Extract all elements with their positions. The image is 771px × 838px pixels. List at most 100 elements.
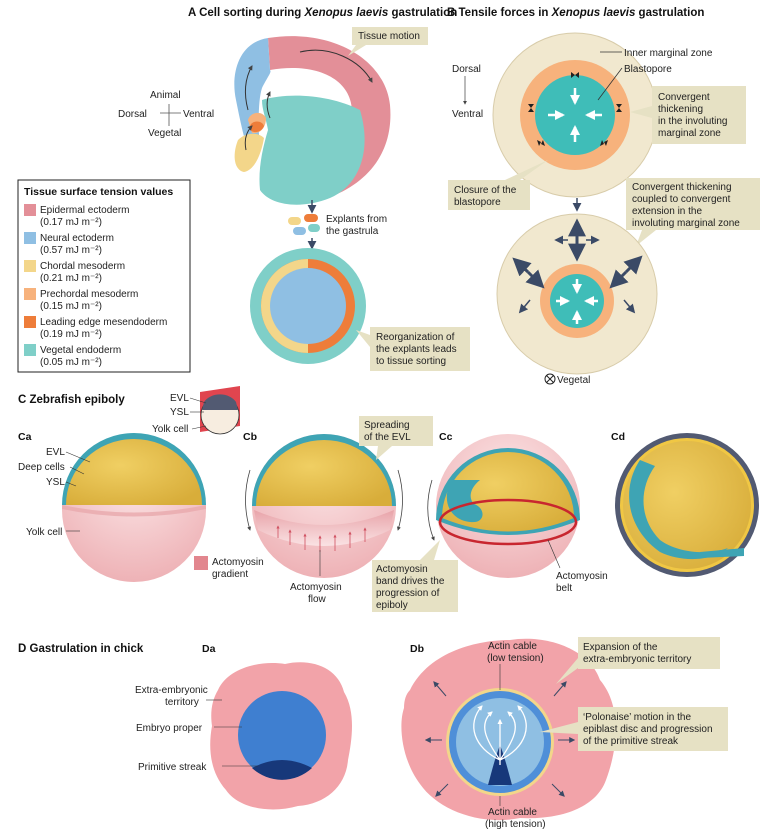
axis-vegetal-label: Vegetal — [148, 128, 181, 139]
reorganization-callout — [370, 327, 470, 371]
polonaise-label-3: of the primitive streak — [583, 736, 679, 747]
spreading-label-2: of the EVL — [364, 432, 411, 443]
explants-label-1: Explants from — [326, 214, 387, 225]
polonaise-label-2: epiblast disc and progression — [583, 724, 713, 735]
legend-swatch-epidermal — [24, 204, 36, 216]
ca-evl-label: EVL — [46, 447, 65, 458]
inner-marginal-zone-label: Inner marginal zone — [624, 48, 713, 59]
band-label-3: progression of — [376, 588, 440, 599]
coupled-callout — [626, 178, 760, 230]
panel-cb-label: Cb — [243, 431, 257, 443]
expansion-label-1: Expansion of the — [583, 642, 658, 653]
legend-item-name: Neural ectoderm — [40, 233, 114, 244]
belt-label-1: Actomyosin — [556, 571, 608, 582]
chick-embryo-da — [210, 662, 352, 810]
neural-ectoderm — [234, 38, 271, 155]
coupled-label-3: extension in the — [632, 206, 702, 217]
extra-label-2: territory — [165, 697, 199, 708]
embryo-proper-label: Embryo proper — [136, 723, 203, 734]
panel-db-label: Db — [410, 643, 424, 655]
primitive-streak-label: Primitive streak — [138, 762, 207, 773]
panel-cc-label: Cc — [439, 431, 453, 443]
leading-edge-mesendoderm — [250, 121, 264, 133]
zebrafish-embryo-ca — [62, 433, 206, 582]
panel-d: D Gastrulation in chick Da Extra-embryon… — [18, 637, 728, 830]
xenopus-vegetal-view-late — [496, 213, 658, 375]
legend-item-name: Prechordal mesoderm — [40, 289, 138, 300]
legend-item-value: (0.15 mJ m⁻²) — [40, 301, 102, 312]
legend-swatch-vegetal — [24, 344, 36, 356]
xenopus-gastrula-section — [234, 36, 391, 205]
convergent-label-2: thickening — [658, 104, 703, 115]
panel-a: A Cell sorting during Xenopus laevis gas… — [17, 7, 470, 373]
legend-item-name: Leading edge mesendoderm — [40, 317, 167, 328]
ca-yolk-label: Yolk cell — [26, 527, 62, 538]
gradient-label-2: gradient — [212, 569, 248, 580]
reorg-label-3: to tissue sorting — [376, 356, 446, 367]
axis-ventral-label: Ventral — [183, 109, 214, 120]
legend-title: Tissue surface tension values — [24, 186, 173, 198]
vegetal-label: Vegetal — [557, 375, 590, 386]
gradient-swatch — [194, 556, 208, 570]
tension-legend: Tissue surface tension values Epidermal … — [17, 179, 191, 373]
coupled-label-2: coupled to convergent — [632, 194, 731, 205]
inset-yolk-label: Yolk cell — [152, 424, 188, 435]
flow-label-1: Actomyosin — [290, 582, 342, 593]
band-label-1: Actomyosin — [376, 564, 428, 575]
convergent-label-4: marginal zone — [658, 128, 721, 139]
axis-dorsal-b: Dorsal — [452, 64, 481, 75]
panel-c-title: C Zebrafish epiboly — [18, 394, 125, 406]
convergent-label-3: in the involuting — [658, 116, 728, 127]
legend-item-value: (0.05 mJ m⁻²) — [40, 357, 102, 368]
legend-item-value: (0.19 mJ m⁻²) — [40, 329, 102, 340]
legend-swatch-prechordal — [24, 288, 36, 300]
polonaise-label-1: ‘Polonaise’ motion in the — [583, 712, 691, 723]
closure-callout — [448, 180, 530, 210]
coupled-label-4: involuting marginal zone — [632, 218, 740, 229]
explants — [288, 214, 320, 235]
xenopus-vegetal-view-early — [492, 32, 658, 198]
legend-swatch-chordal — [24, 260, 36, 272]
legend-item-name: Epidermal ectoderm — [40, 205, 129, 216]
spreading-label-1: Spreading — [364, 420, 410, 431]
vegetal-pole-icon — [544, 373, 556, 385]
legend-swatch-neural — [24, 232, 36, 244]
inset-ysl-label: YSL — [170, 407, 189, 418]
axis-a: Animal Dorsal Ventral Vegetal — [118, 90, 214, 139]
band-label-2: band drives the — [376, 576, 445, 587]
gradient-label-1: Actomyosin — [212, 557, 264, 568]
band-label-4: epiboly — [376, 600, 408, 611]
expansion-label-2: extra-embryonic territory — [583, 654, 691, 665]
convergent-label-1: Convergent — [658, 92, 710, 103]
coupled-label-1: Convergent thickening — [632, 182, 732, 193]
tissue-motion-label: Tissue motion — [358, 31, 420, 42]
polonaise-callout — [578, 707, 728, 751]
panel-ca-label: Ca — [18, 431, 32, 443]
axis-animal-label: Animal — [150, 90, 181, 101]
ca-deep-cells-label: Deep cells — [18, 462, 65, 473]
panel-cd-label: Cd — [611, 431, 625, 443]
axis-ventral-b: Ventral — [452, 109, 483, 120]
legend-item-value: (0.21 mJ m⁻²) — [40, 273, 102, 284]
belt-label-2: belt — [556, 583, 572, 594]
reorg-label-1: Reorganization of — [376, 332, 455, 343]
legend-swatch-leading-edge — [24, 316, 36, 328]
legend-item-value: (0.17 mJ m⁻²) — [40, 217, 102, 228]
convergent-callout — [652, 86, 746, 144]
legend-item-value: (0.57 mJ m⁻²) — [40, 245, 102, 256]
spreading-callout — [359, 416, 433, 446]
tissue-motion-callout — [352, 27, 428, 45]
panel-da-label: Da — [202, 643, 216, 655]
axis-dorsal-label: Dorsal — [118, 109, 147, 120]
chick-embryo-db — [401, 638, 616, 821]
explants-label-2: the gastrula — [326, 226, 379, 237]
legend-item-name: Chordal mesoderm — [40, 261, 125, 272]
zebrafish-embryo-cb — [245, 434, 403, 578]
extra-label-1: Extra-embryonic — [135, 685, 208, 696]
sorted-aggregate — [250, 248, 366, 364]
flow-label-2: flow — [308, 594, 327, 605]
inset-evl-label: EVL — [170, 393, 189, 404]
reorg-label-2: the explants leads — [376, 344, 457, 355]
panel-a-title: A Cell sorting during Xenopus laevis gas… — [188, 7, 457, 19]
cable-top-label-1: Actin cable — [488, 641, 537, 652]
